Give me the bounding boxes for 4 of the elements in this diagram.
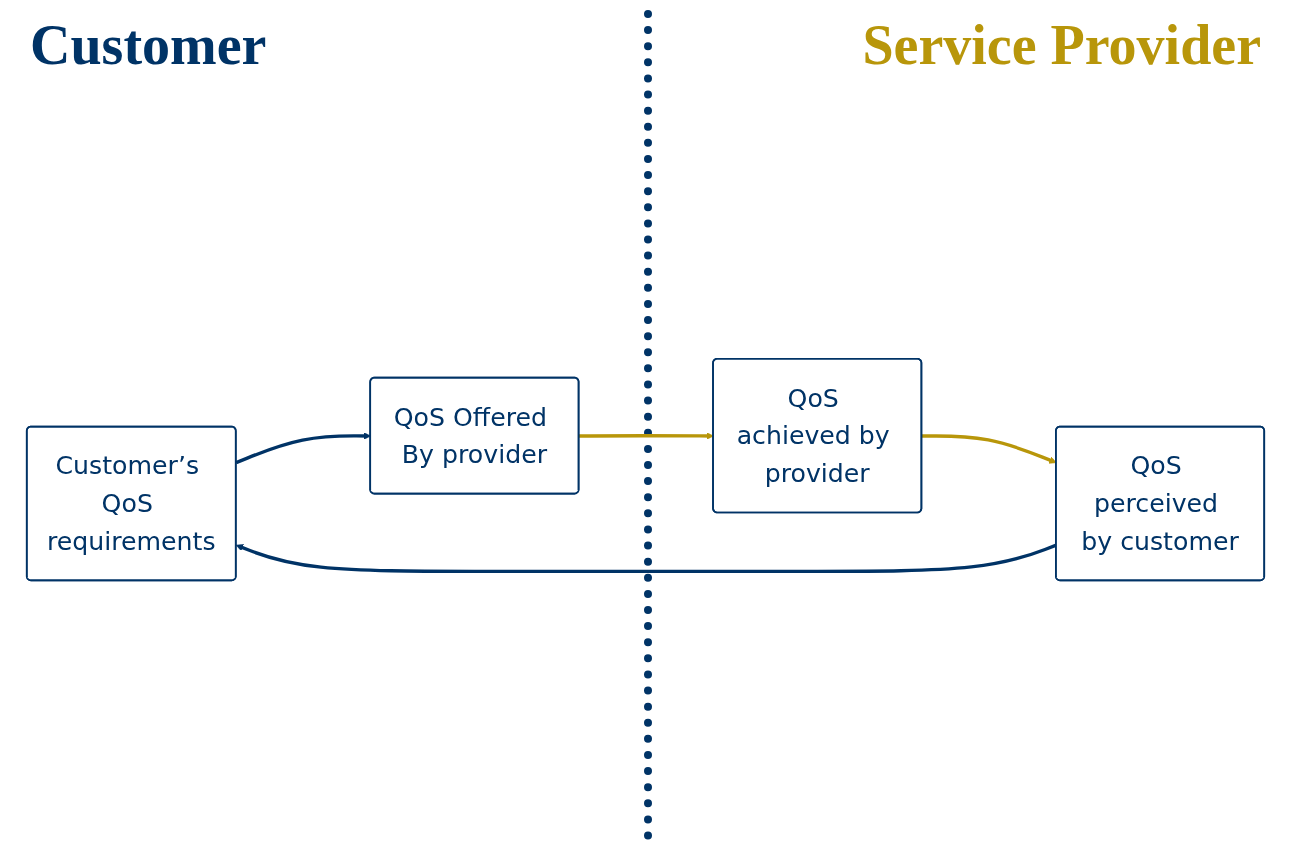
heading-label: Service Provider	[862, 13, 1261, 77]
heading-label: Customer	[30, 13, 267, 77]
arrow	[579, 432, 714, 441]
arrow	[235, 432, 371, 465]
